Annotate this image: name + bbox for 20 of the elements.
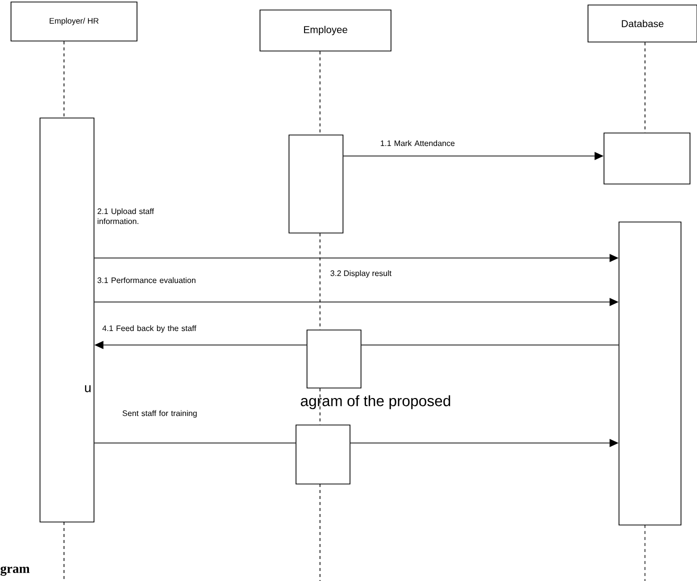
activation-bar bbox=[40, 118, 94, 522]
caption-fragment: u bbox=[85, 385, 91, 392]
activation-bar bbox=[306, 330, 362, 388]
caption-fragment: agram of the proposed bbox=[300, 395, 450, 410]
lifeline-header-box: Employee bbox=[260, 10, 392, 52]
message-line bbox=[361, 344, 619, 346]
activation-bar bbox=[618, 222, 682, 526]
activation-bar bbox=[604, 132, 690, 184]
lifeline-header-box: Employer/ HR bbox=[10, 2, 138, 42]
message-label: 3.1 Performance evaluation bbox=[98, 277, 196, 284]
message-label: 1.1 Mark Attendance bbox=[380, 140, 455, 146]
activation-bar bbox=[296, 424, 350, 484]
lifeline-header-box: Database bbox=[588, 4, 697, 42]
message-label: 4.1 Feed back by the staff bbox=[102, 325, 196, 333]
activation-bar bbox=[288, 134, 344, 234]
message-label: 3.2 Display result bbox=[330, 270, 392, 278]
message-label: 2.1 Upload staff information. bbox=[98, 208, 154, 224]
message-line bbox=[94, 442, 296, 444]
heading-fragment: gram bbox=[0, 566, 30, 576]
message-label: Sent staff for training bbox=[122, 410, 197, 418]
